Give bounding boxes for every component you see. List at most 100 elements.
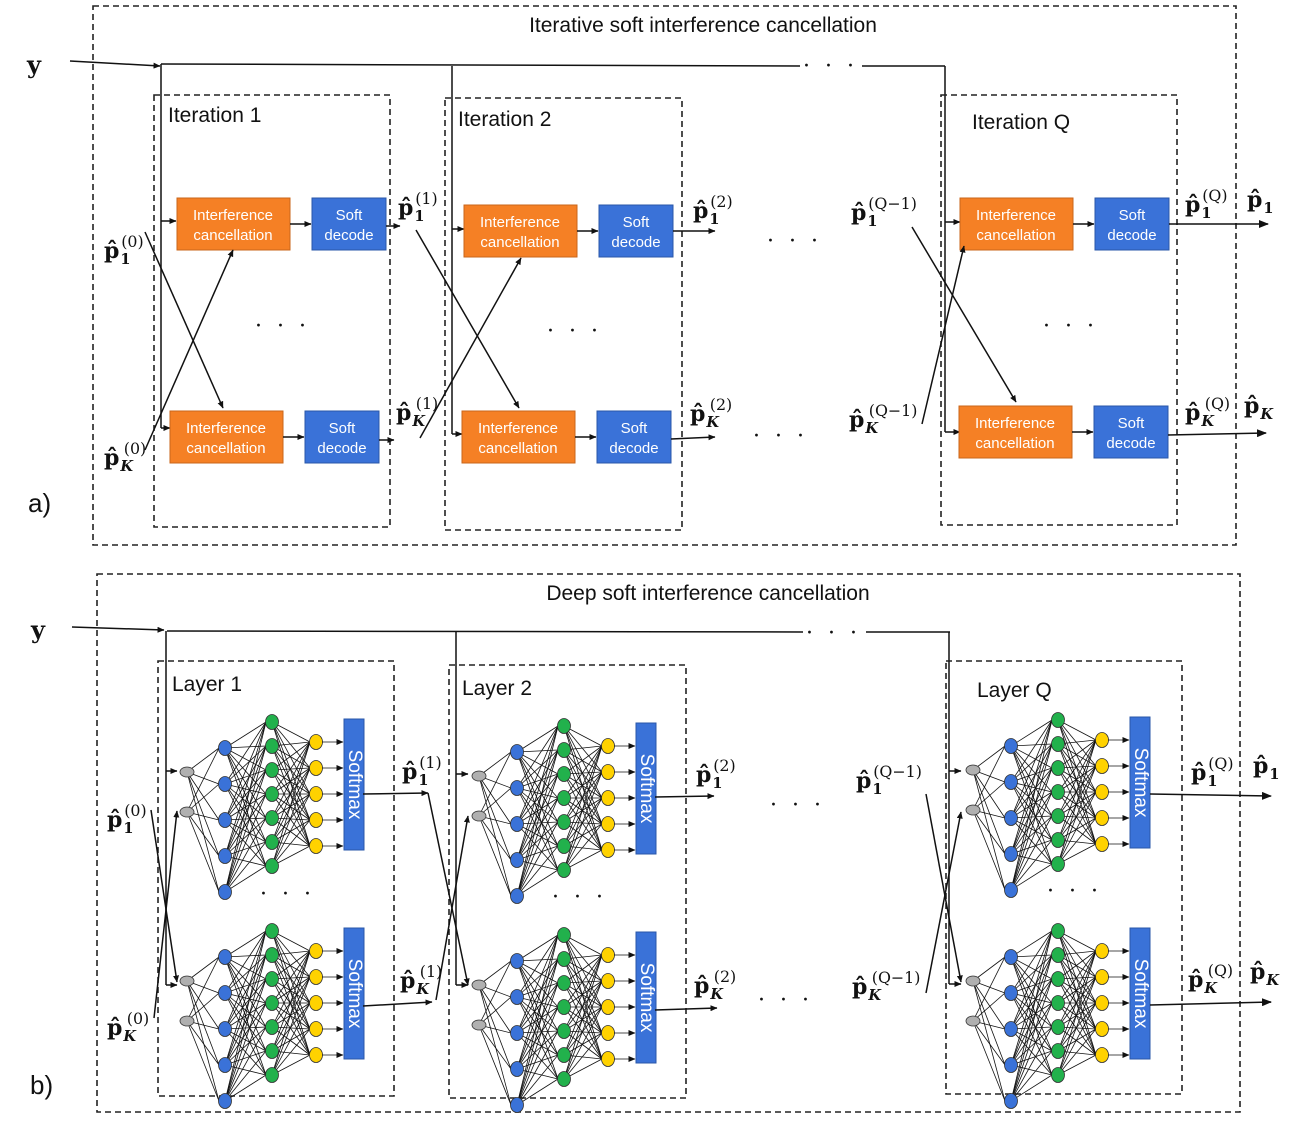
network-node	[1004, 1093, 1018, 1109]
panel-b-title: Deep soft interference cancellation	[546, 582, 869, 605]
interference-cancellation-block	[176, 197, 291, 251]
layer-1-frame	[157, 660, 395, 1097]
network-node	[1051, 760, 1065, 776]
network-node	[557, 742, 571, 758]
svg-text:p̂K(0): p̂K(0)	[107, 1009, 149, 1045]
network-node	[1004, 810, 1018, 826]
network-node	[265, 971, 279, 987]
p-hat-label: p̂1(1)	[402, 753, 442, 789]
block-label: Interference	[186, 420, 266, 437]
block-label: cancellation	[193, 227, 272, 244]
block-label: decode	[1107, 227, 1156, 244]
layer-q-ellipsis: · · ·	[1047, 879, 1102, 904]
network-node	[265, 995, 279, 1011]
network-node	[965, 764, 981, 776]
network-node	[510, 1061, 524, 1077]
svg-text:p̂K: p̂K	[1244, 393, 1274, 423]
network-node	[265, 834, 279, 850]
network-node	[471, 770, 487, 782]
interference-cancellation-block	[958, 405, 1073, 459]
svg-text:p̂K(Q−1): p̂K(Q−1)	[849, 401, 917, 437]
network-node	[218, 985, 232, 1001]
network-node	[471, 810, 487, 822]
network-node	[1051, 947, 1065, 963]
network-node	[179, 766, 195, 778]
network-node	[1095, 1021, 1109, 1037]
iteration-q-frame	[940, 94, 1178, 526]
svg-text:p̂1(Q−1): p̂1(Q−1)	[851, 194, 917, 230]
softmax-label: Softmax	[344, 750, 365, 820]
network-node	[265, 786, 279, 802]
layer-2-frame	[448, 664, 687, 1099]
network-node	[179, 975, 195, 987]
svg-text:p̂1(Q): p̂1(Q)	[1185, 186, 1228, 222]
softmax-label: Softmax	[1130, 748, 1151, 818]
layer-2-ellipsis: · · ·	[552, 885, 607, 910]
panel-a-frame	[92, 5, 1237, 546]
soft-decode-block	[1093, 405, 1169, 459]
svg-text:p̂K: p̂K	[1250, 959, 1280, 989]
panel-b-mid-ellipsis: · · ·	[770, 793, 825, 818]
panel-b-frame	[96, 573, 1241, 1113]
network-node	[1004, 846, 1018, 862]
network-node	[265, 1019, 279, 1035]
network-node	[557, 927, 571, 943]
soft-decode-block	[596, 410, 672, 464]
panel-a-letter: a)	[28, 488, 51, 518]
iteration-2-ellipsis: · · ·	[547, 319, 602, 344]
network-node	[557, 814, 571, 830]
neural-network: Softmax	[965, 923, 1151, 1109]
network-node	[309, 943, 323, 959]
block-label: cancellation	[478, 440, 557, 457]
block-label: cancellation	[480, 234, 559, 251]
panel-a-mid-ellipsis: · · ·	[753, 424, 808, 449]
panel-b: Deep soft interference cancellation b) y…	[30, 573, 1272, 1113]
panel-a: Iterative soft interference cancellation…	[26, 5, 1269, 546]
network-node	[309, 1021, 323, 1037]
svg-text:p̂K(Q): p̂K(Q)	[1188, 961, 1233, 997]
svg-text:p̂K(Q): p̂K(Q)	[1185, 394, 1230, 430]
soft-decode-block	[304, 410, 380, 464]
network-node	[265, 762, 279, 778]
soft-decode-block	[598, 204, 674, 258]
svg-text:p̂1(1): p̂1(1)	[398, 189, 438, 225]
network-node	[218, 884, 232, 900]
network-node	[1051, 1043, 1065, 1059]
network-node	[510, 744, 524, 760]
network-node	[557, 1023, 571, 1039]
network-node	[1004, 738, 1018, 754]
network-node	[1004, 985, 1018, 1001]
block-label: Interference	[193, 207, 273, 224]
network-node	[1004, 1021, 1018, 1037]
softmax-block	[635, 931, 657, 1064]
p-hat-label: p̂1(2)	[696, 756, 736, 792]
network-node	[1004, 882, 1018, 898]
softmax-block	[343, 927, 365, 1060]
network-node	[601, 842, 615, 858]
network-node	[1095, 943, 1109, 959]
network-node	[309, 969, 323, 985]
p-hat-label: p̂1(0)	[107, 801, 147, 837]
softmax-block	[343, 718, 365, 851]
network-node	[601, 947, 615, 963]
network-node	[1051, 736, 1065, 752]
network-node	[265, 714, 279, 730]
panel-a-mid-ellipsis: · · ·	[767, 229, 822, 254]
p-hat-label: p̂K(Q−1)	[849, 401, 917, 437]
interference-cancellation-block	[959, 197, 1074, 251]
panel-b-input-y: y	[30, 615, 46, 644]
network-node	[218, 1021, 232, 1037]
network-node	[601, 973, 615, 989]
iteration-q-ellipsis: · · ·	[1043, 314, 1098, 339]
network-node	[1051, 995, 1065, 1011]
neural-network: Softmax	[179, 923, 365, 1109]
network-node	[309, 1047, 323, 1063]
p-hat-label: p̂K	[1250, 959, 1280, 989]
neural-network: Softmax	[471, 927, 657, 1113]
block-label: cancellation	[186, 440, 265, 457]
network-node	[265, 1067, 279, 1083]
network-node	[965, 1015, 981, 1027]
svg-text:p̂1(0): p̂1(0)	[107, 801, 147, 837]
panel-b-letter: b)	[30, 1070, 53, 1100]
softmax-label: Softmax	[636, 754, 657, 824]
